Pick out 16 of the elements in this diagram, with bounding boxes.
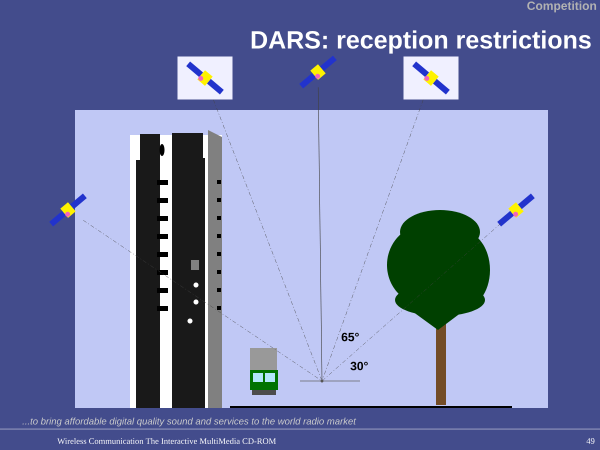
footer-text: Wireless Communication The Interactive MultiMedia CD-ROM [57,438,276,444]
satellite-picture [178,56,232,100]
tagline: ...to bring affordable digital quality sound and services to the world radio market [22,418,356,426]
sight-line [323,223,501,380]
angle-label: 65° [342,332,359,342]
sight-line [83,220,321,380]
slide-title: DARS: reception restrictions [252,30,591,54]
receiver-point [320,380,324,382]
satellite-picture [497,194,535,226]
page-number: 49 [586,438,594,444]
angle-label: 30° [350,362,368,370]
satellite-picture [299,56,337,88]
sight-line [318,86,322,380]
satellite-picture [404,56,458,100]
section-label: Competition [527,1,596,12]
satellite-picture [49,194,87,226]
